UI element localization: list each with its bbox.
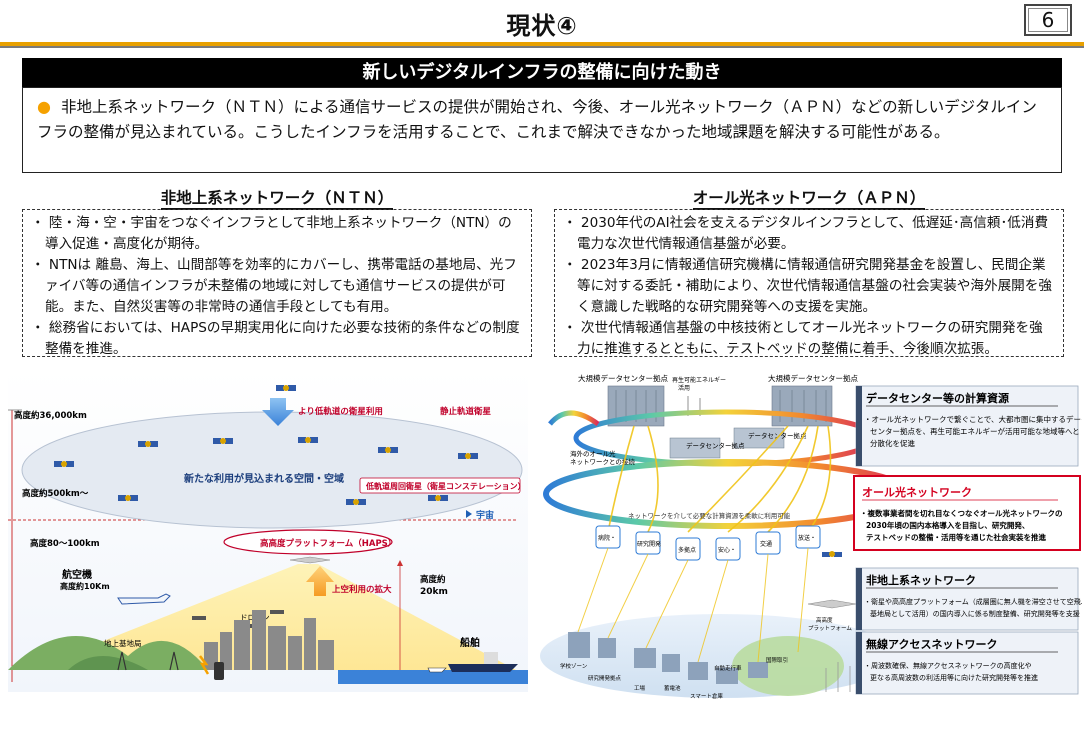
label-alt-20-a: 高度約 <box>420 574 446 585</box>
label-renewable: 再生可能エネルギー <box>672 376 726 384</box>
section-banner: 新しいデジタルインフラの整備に向けた動き <box>22 58 1062 87</box>
node-label-multi: 多拠点 <box>678 546 696 554</box>
card-title: データセンター等の計算資源 <box>866 391 1009 405</box>
label-overseas: 海外のオール光 <box>570 449 616 458</box>
arrow-down-icon <box>262 398 294 426</box>
haps-icon <box>807 599 857 609</box>
bottom-label-trade: 国際取引 <box>766 656 788 664</box>
bottom-label-car: 自動走行車 <box>714 664 742 672</box>
bottom-label-battery: 蓄電池 <box>664 684 681 692</box>
label-ship: 船舶 <box>460 636 480 649</box>
node-label-hospital: 病院・ <box>598 534 616 542</box>
phone-icon <box>214 662 224 680</box>
apn-bullet: ・ 次世代情報通信基盤の中核技術としてオール光ネットワークの研究開発を強力に推進… <box>563 320 1043 357</box>
svg-text:センター拠点を、再生可能エネルギーが活用可能な地域等へと: センター拠点を、再生可能エネルギーが活用可能な地域等へと <box>870 426 1080 436</box>
svg-text:活用: 活用 <box>678 384 690 392</box>
ship-icon <box>448 664 518 672</box>
label-haps: 高高度プラットフォーム（HAPS） <box>260 538 396 549</box>
bottom-label-factory: 工場 <box>634 684 646 692</box>
node-label-safety: 安心・ <box>718 546 736 554</box>
svg-text:プラットフォーム: プラットフォーム <box>808 625 852 632</box>
sea <box>338 670 528 684</box>
label-dc-center-2: データセンター拠点 <box>748 431 807 440</box>
header-rule-shadow <box>0 46 1084 48</box>
label-dc-right: 大規模データセンター拠点 <box>768 373 858 383</box>
card-body-line: ・衛星や高高度プラットフォーム（成層圏に無人機を滞空させて空飛ぶ <box>864 597 1082 606</box>
ground-buildings <box>568 632 768 684</box>
ntn-bullets-box: ・ 陸・海・空・宇宙をつなぐインフラとして非地上系ネットワーク（NTN）の導入促… <box>22 209 532 357</box>
label-new-space: 新たな利用が見込まれる空間・空域 <box>184 472 344 485</box>
ntn-bullet: ・ NTNは 離島、海上、山間部等を効率的にカバーし、携帯電話の基地局、光ファイ… <box>31 257 517 315</box>
card-apn: オール光ネットワーク ・複数事業者間を切れ目なくつなぐオール光ネットワークの 2… <box>853 475 1081 551</box>
label-alt-500: 高度約500km～ <box>22 488 89 499</box>
card-title: オール光ネットワーク <box>862 485 972 499</box>
card-body-line: ・オール光ネットワークで繋ぐことで、大都市圏に集中するデータ <box>864 414 1082 424</box>
label-space: 宇宙 <box>476 509 494 521</box>
label-alt-80-100: 高度80～100km <box>30 538 100 549</box>
bullet-dot-icon: ● <box>37 97 51 116</box>
arrow-up-icon <box>306 566 334 596</box>
page-title: 現状④ <box>506 12 578 40</box>
card-wireless: 無線アクセスネットワーク ・周波数確保、無線アクセスネットワークの高度化や 更な… <box>855 631 1079 695</box>
label-dc-center-1: データセンター拠点 <box>686 441 745 450</box>
haps-icon <box>289 556 331 564</box>
card-title: 非地上系ネットワーク <box>866 573 976 587</box>
card-body-line: ・周波数確保、無線アクセスネットワークの高度化や <box>864 661 1032 670</box>
card-datacenter: データセンター等の計算資源 ・オール光ネットワークで繋ぐことで、大都市圏に集中す… <box>855 385 1082 467</box>
label-geo-sat: 静止軌道衛星 <box>440 406 492 417</box>
apn-bullets-box: ・ 2030年代のAI社会を支えるデジタルインフラとして、低遅延･高信頼･低消費… <box>554 209 1064 357</box>
label-ground-station: 地上基地局 <box>104 638 142 648</box>
label-haps-apn: 高高度 <box>816 616 833 624</box>
ntn-bullet: ・ 陸・海・空・宇宙をつなぐインフラとして非地上系ネットワーク（NTN）の導入促… <box>31 215 512 252</box>
apn-bullet: ・ 2023年3月に情報通信研究機構に情報通信研究開発基金を設置し、民間企業等に… <box>563 257 1052 315</box>
svg-text:テストベッドの整備・活用等を通じた社会実装を推進: テストベッドの整備・活用等を通じた社会実装を推進 <box>866 532 1046 542</box>
node-label-broadcast: 放送・ <box>798 534 816 542</box>
lightning-icon <box>199 655 210 675</box>
card-ntn: 非地上系ネットワーク ・衛星や高高度プラットフォーム（成層圏に無人機を滞空させて… <box>855 567 1082 631</box>
label-low-orbit-use: より低軌道の衛星利用 <box>298 406 383 417</box>
label-aircraft-alt: 高度約10Km <box>60 581 110 591</box>
svg-text:基地局として活用）の国内導入に係る制度整備、研究開発等を支援: 基地局として活用）の国内導入に係る制度整備、研究開発等を支援 <box>870 609 1080 618</box>
label-alt-20-b: 20km <box>420 587 448 597</box>
label-alt-36000: 高度約36,000km <box>14 410 87 421</box>
label-network-text: ネットワークを介して必要な計算資源を柔軟に利用可能 <box>628 511 791 520</box>
bottom-label-warehouse: スマート倉庫 <box>690 692 723 700</box>
apn-heading: オール光ネットワーク（ＡＰＮ） <box>554 186 1064 210</box>
mountain <box>8 636 208 670</box>
bottom-label-school: 学校ゾーン <box>560 662 588 670</box>
node-label-traffic: 交通 <box>760 540 772 548</box>
bottom-label-lab: 研究開発拠点 <box>588 674 622 682</box>
aircraft-icon <box>117 593 171 605</box>
header-rule <box>0 42 1084 46</box>
card-title: 無線アクセスネットワーク <box>866 637 997 651</box>
ntn-diagram: より低軌道の衛星利用 静止軌道衛星 高度約36,000km 新たな利用が見込まれ… <box>8 370 528 692</box>
label-aircraft: 航空機 <box>62 568 92 581</box>
ntn-heading: 非地上系ネットワーク（ＮＴＮ） <box>22 186 532 210</box>
svg-text:2030年頃の国内本格導入を目指し、研究開発、: 2030年頃の国内本格導入を目指し、研究開発、 <box>866 520 1029 530</box>
summary-box: ●非地上系ネットワーク（ＮＴＮ）による通信サービスの提供が開始され、今後、オール… <box>22 87 1062 173</box>
label-dc-left: 大規模データセンター拠点 <box>578 373 668 383</box>
node-label-research: 研究開発 <box>637 540 661 548</box>
svg-text:更なる高周波数の利活用等に向けた研究開発等を推進: 更なる高周波数の利活用等に向けた研究開発等を推進 <box>870 673 1038 682</box>
label-leo-constellation: 低軌道周回衛星（衛星コンステレーション） <box>365 481 526 491</box>
apn-bullet: ・ 2030年代のAI社会を支えるデジタルインフラとして、低遅延･高信頼･低消費… <box>563 215 1049 252</box>
satellite-icon <box>54 385 478 505</box>
page-number: 6 <box>1024 4 1072 36</box>
label-sky-use: 上空利用の拡大 <box>332 584 392 595</box>
ntn-bullet: ・ 総務省においては、HAPSの早期実用化に向けた必要な技術的条件などの制度整備… <box>31 320 520 357</box>
summary-text: 非地上系ネットワーク（ＮＴＮ）による通信サービスの提供が開始され、今後、オール光… <box>37 98 1037 141</box>
antenna-icon <box>117 651 179 671</box>
svg-text:分散化を促進: 分散化を促進 <box>870 438 915 448</box>
card-body-line: ・複数事業者間を切れ目なくつなぐオール光ネットワークの <box>860 508 1063 518</box>
svg-text:ネットワークとの接続: ネットワークとの接続 <box>570 457 635 466</box>
network-nodes <box>595 525 821 561</box>
satellite-icon <box>822 551 842 557</box>
apn-diagram: 大規模データセンター拠点 大規模データセンター拠点 再生可能エネルギー 活用 海… <box>540 373 1082 700</box>
